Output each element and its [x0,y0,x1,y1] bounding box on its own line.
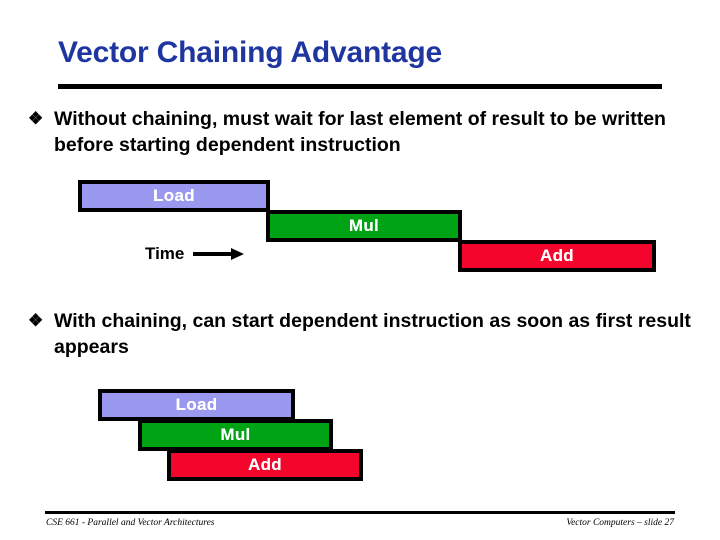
footer-divider [45,511,675,514]
diamond-bullet-icon: ❖ [28,109,44,128]
bullet-item-label: With chaining, can start dependent instr… [54,310,691,358]
page-title: Vector Chaining Advantage [58,36,442,69]
chained-bar-load: Load [98,389,295,421]
unchained-bar-load: Load [78,180,270,212]
chained-bar-load-label: Load [175,395,218,414]
arrow-right-icon [193,248,245,260]
unchained-bar-mul: Mul [266,210,462,242]
bullet-item-label: Without chaining, must wait for last ele… [54,108,666,156]
chained-bar-add: Add [167,449,363,481]
diamond-bullet-icon: ❖ [28,311,44,330]
bullet-item-without-chaining: ❖ Without chaining, must wait for last e… [28,107,702,158]
footer-slide-label: Vector Computers – slide 27 [566,518,674,528]
unchained-bar-add-label: Add [540,246,574,265]
unchained-bar-load-label: Load [153,186,195,205]
time-axis-annotation: Time [145,242,245,266]
unchained-bar-mul-label: Mul [348,216,380,235]
chained-bar-mul: Mul [138,419,333,451]
time-axis-label: Time [145,244,185,263]
bullet-item-with-chaining: ❖ With chaining, can start dependent ins… [28,309,702,360]
chained-bar-mul-label: Mul [220,425,251,444]
unchained-bar-add: Add [458,240,656,272]
chained-bar-add-label: Add [248,455,282,474]
title-divider [58,84,662,89]
footer-course-label: CSE 661 - Parallel and Vector Architectu… [46,518,215,528]
